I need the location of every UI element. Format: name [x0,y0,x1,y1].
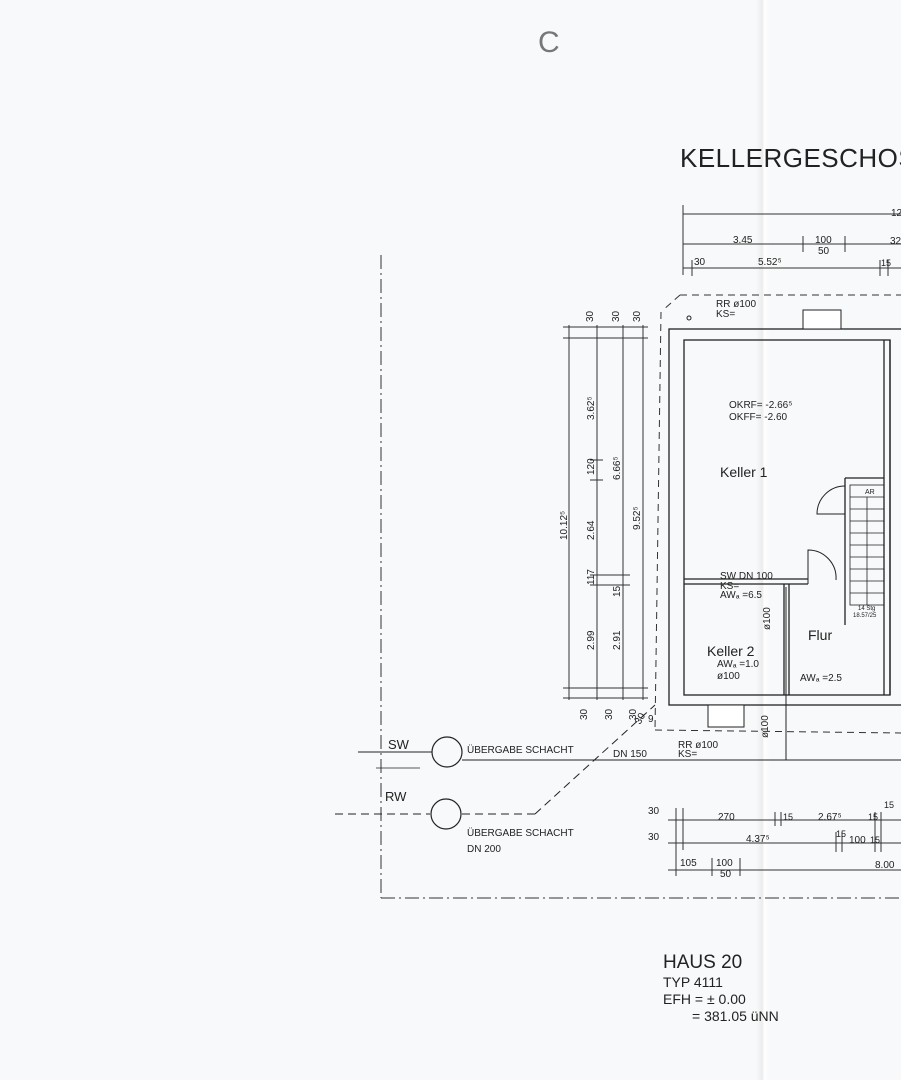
label-sw: SW [388,737,410,752]
dim-left-t1: 30 [585,310,596,322]
dim-800: 8.00 [875,860,895,871]
dim-12: 12 [891,208,901,219]
dim-4375: 4.37⁵ [746,834,770,845]
dim-117: 117 [586,569,597,585]
corner-mark: C [538,26,560,59]
dim-15-top: 15 [881,258,891,268]
sewer-lines [358,587,901,761]
rr-top-ks: KS= [716,309,735,320]
dim-left-b2: 30 [604,708,615,720]
schacht-label-1: ÜBERGABE SCHACHT [467,744,574,756]
room-flur: Flur [808,627,832,643]
dim-5525: 5.52⁵ [758,257,782,268]
dim-50: 50 [818,246,830,257]
rr-bottom-label: RR ø100 [678,740,718,751]
dim-left-t3: 30 [632,310,643,322]
level-okrf: OKRF= -2.66⁵ [729,400,792,411]
schacht-dn: DN 200 [467,844,501,855]
dim-left-b1: 30 [579,708,590,720]
sw-aw-label: AWₐ =6.5 [720,590,762,601]
rr-bottom-ks: KS= [678,749,697,760]
rainwater-lines [335,704,656,815]
dim-10125: 10.12⁵ [559,511,570,540]
label-rw: RW [385,789,407,804]
dim-9525: 9.52⁵ [632,506,643,530]
light-shafts [707,309,842,728]
dim-270: 270 [718,812,735,823]
drawing-title: KELLERGESCHOS [680,143,901,173]
pipe-vertical-1: ø100 [762,607,773,630]
dim-291: 2.91 [612,630,623,650]
type-label: TYP 4111 [663,974,723,990]
dim-105: 105 [680,858,697,869]
dim-15b: 15 [868,812,878,822]
dim-bottom-30a: 30 [648,806,660,817]
dim-15d: 15 [870,835,880,845]
site-boundary [380,255,901,899]
dim-100-bottom: 100 [849,835,866,846]
sw-ks-label: KS= [720,581,739,592]
dim-left-b3: 30 [628,708,639,720]
dim-100b: 100 [716,858,733,869]
stairs-count: 14 Stg [858,606,875,612]
mark-nine: 9 [648,714,654,725]
schacht-label-2: ÜBERGABE SCHACHT [467,827,574,839]
paper-fold [756,0,770,1080]
dim-15-left: 15 [612,585,623,597]
dim-3625: 3.62⁵ [586,396,597,420]
dim-15a: 15 [783,812,793,822]
dim-30: 30 [694,257,706,268]
dim-120: 120 [586,458,597,475]
dim-345: 3.45 [733,235,753,246]
dim-100: 100 [815,235,832,246]
rw-inspection-shaft [430,798,462,830]
dim-left-t2: 30 [611,310,622,322]
dim-32: 32 [890,236,901,247]
building-walls [668,328,901,706]
dim-299: 2.99 [586,630,597,650]
stairs-ar: AR [865,489,875,496]
rr-top-label: RR ø100 [716,299,756,310]
dn150-label: DN 150 [613,749,647,760]
sw-inspection-shaft [431,736,463,768]
left-dimensions [563,325,648,700]
dim-15-top-right: 15 [884,800,894,810]
flur-aw: AWₐ =2.5 [800,673,842,684]
keller2-dia: ø100 [717,671,740,682]
dim-6665: 6.66⁵ [612,456,623,480]
room-keller-1: Keller 1 [720,464,768,480]
dim-bottom-30b: 30 [648,832,660,843]
rr-top-marker [686,315,692,321]
stairs-ratio: 18.57/25 [853,613,877,619]
bottom-dimensions [668,808,901,876]
level-okff: OKFF= -2.60 [729,412,788,423]
pipe-vertical-2: ø100 [760,715,771,738]
dim-2675: 2.67⁵ [818,812,842,823]
top-dimensions [682,205,901,276]
keller2-aw: AWₐ =1.0 [717,659,759,670]
room-keller-2: Keller 2 [707,643,755,659]
sw-dn-label: SW DN 100 [720,571,773,582]
dim-264: 2.64 [586,520,597,540]
dim-50-bottom: 50 [720,869,732,880]
nn-level: = 381.05 üNN [692,1008,779,1024]
efh-level: EFH = ± 0.00 [663,991,746,1007]
dashed-outline [654,294,901,734]
staircase [849,484,885,606]
dim-15c: 15 [836,829,846,839]
door-swings [807,485,846,584]
haus-number: HAUS 20 [663,952,742,973]
